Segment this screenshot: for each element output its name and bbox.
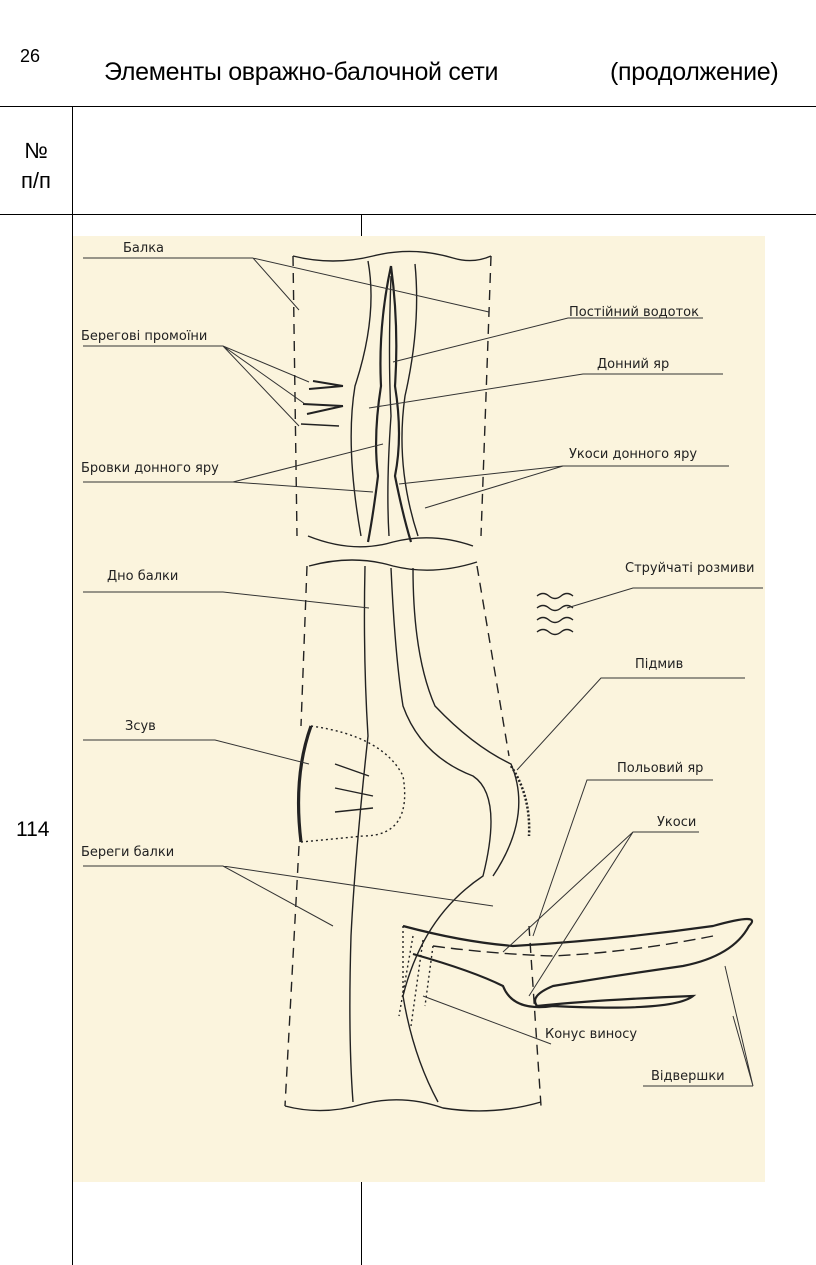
table-header-divider [0, 214, 816, 215]
leader-donnyi-yar [368, 373, 723, 409]
label-beregovi-promoiny: Берегові промоїни [81, 329, 207, 344]
page-number: 26 [20, 46, 41, 66]
balka-right-edge-lower [476, 565, 510, 757]
label-berehy-balky: Береги балки [81, 845, 174, 860]
row-number: 114 [16, 818, 50, 841]
donnyi-yar-outline [366, 265, 413, 543]
balka-top-break [292, 250, 492, 262]
page-title-continuation: (продолжение) [610, 58, 779, 86]
diagram-svg: Балка Постійний водоток Берегові промоїн… [81, 241, 763, 1112]
zsuv-scarp [296, 725, 313, 843]
label-balka: Балка [123, 241, 164, 256]
dno-left-line [350, 260, 372, 537]
pidmyv-hatching [509, 765, 531, 837]
leader-dno-balky [83, 591, 370, 609]
zsuv-arrow-3 [334, 807, 374, 813]
leader-zsuv [83, 739, 310, 765]
struichati-rozmyvy-2 [536, 604, 574, 612]
balka-top-break-lower [308, 559, 478, 571]
zsuv-body [300, 725, 406, 843]
label-konus-vynosu: Конус виносу [545, 1027, 637, 1042]
number-sign: № [24, 138, 48, 163]
balka-left-edge-lower [300, 565, 308, 727]
label-ukosy-donnoho-yaru: Укоси донного яру [569, 447, 697, 462]
balka-right-edge-upper [480, 255, 492, 537]
label-polovyi-yar: Польовий яр [617, 761, 703, 776]
polovyi-yar-axis [432, 935, 714, 957]
leader-bruvky [83, 443, 384, 493]
number-column-header: № п/п [0, 136, 72, 196]
leader-polovyi-yar [532, 779, 713, 937]
label-dno-balky: Дно балки [107, 569, 178, 584]
label-postiynyi-vodotok: Постійний водоток [569, 305, 699, 320]
polovyi-yar-outline [402, 917, 754, 1009]
leader-konus-vynosu [422, 995, 552, 1045]
zsuv-arrow-1 [334, 763, 370, 777]
beregova-promoina-3 [300, 423, 340, 427]
label-zsuv: Зсув [125, 719, 156, 734]
leader-ukosy-donnoho [398, 465, 729, 509]
label-struichati-rozmyvy: Струйчаті розмиви [625, 561, 755, 576]
dno-balky-right-lower [390, 567, 492, 1103]
dno-balky-right-lower-2 [412, 567, 520, 877]
number-abbrev: п/п [21, 168, 51, 193]
leader-balka [83, 257, 490, 313]
zsuv-arrow-2 [334, 787, 374, 797]
table-top-border [0, 106, 816, 107]
label-ukosy: Укоси [657, 815, 696, 830]
dno-right-line [401, 263, 419, 537]
leader-vidvershky [643, 965, 754, 1087]
table-number-column-divider [72, 106, 73, 1265]
struichati-rozmyvy-3 [536, 616, 574, 624]
label-bruvky: Бровки донного яру [81, 461, 219, 476]
balka-bottom-break-lower [284, 1099, 542, 1112]
beregova-promoina-2 [302, 403, 344, 415]
label-donnyi-yar: Донний яр [597, 357, 669, 372]
label-pidmyv: Підмив [635, 657, 683, 672]
leader-pidmyv [516, 677, 745, 771]
struichati-rozmyvy-4 [536, 628, 574, 636]
page-title: Элементы овражно-балочной сети [104, 58, 499, 86]
leader-berehy-balky [83, 865, 494, 927]
balka-bottom-break-upper [307, 535, 474, 548]
label-vidvershky: Відвершки [651, 1069, 725, 1084]
konus-vynosu-fan [398, 926, 434, 1027]
balka-left-edge-lower-2 [284, 845, 300, 1107]
leader-beregovi-promoiny [83, 345, 310, 427]
balka-left-edge-upper [292, 255, 298, 537]
leader-postiynyi-vodotok [392, 317, 703, 363]
leader-struichati [566, 587, 763, 609]
ravine-gully-diagram: Балка Постійний водоток Берегові промоїн… [73, 236, 765, 1182]
struichati-rozmyvy-1 [536, 592, 574, 600]
beregova-promoina-1 [308, 380, 344, 390]
balka-right-edge-lower-2 [528, 925, 542, 1107]
leader-ukosy [502, 831, 699, 997]
dno-balky-left-lower [349, 565, 369, 1103]
postiynyi-vodotok-line [387, 275, 392, 537]
